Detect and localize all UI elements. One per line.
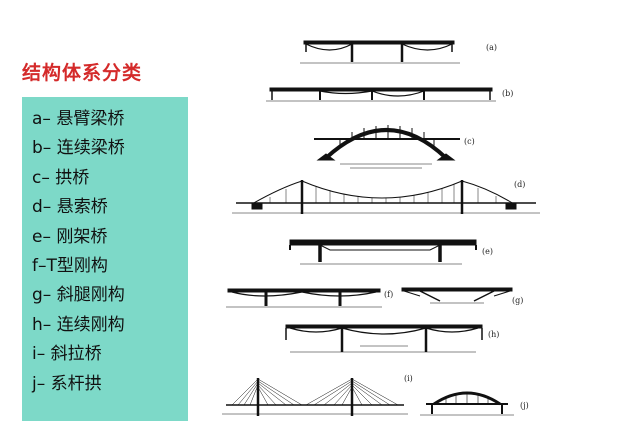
legend-item-g: g– 斜腿刚构	[32, 285, 125, 306]
legend-item-a: a– 悬臂梁桥	[32, 109, 125, 129]
figure-label-j: (j)	[520, 401, 529, 410]
diagram-h-continuous-rigid-frame	[285, 324, 483, 353]
legend-item-d: d– 悬索桥	[32, 197, 108, 218]
legend-name: 悬臂梁桥	[56, 109, 125, 129]
bridge-type-legend: a– 悬臂梁桥 b– 连续梁桥 c– 拱桥 d– 悬索桥 e– 刚架桥 f–T型…	[22, 97, 188, 421]
legend-name: 系杆拱	[50, 373, 102, 394]
legend-name: 连续梁桥	[56, 138, 125, 159]
legend-name: 斜腿刚构	[56, 285, 125, 306]
diagram-e-rigid-frame-bridge	[289, 239, 477, 265]
legend-name: 刚架桥	[56, 226, 108, 247]
legend-code: h	[32, 314, 43, 335]
legend-code: j	[32, 373, 37, 394]
diagram-b-continuous-beam-bridge	[266, 87, 496, 102]
legend-name: 悬索桥	[56, 197, 108, 218]
figure-label-e: (e)	[482, 247, 493, 256]
figure-label-g: (g)	[512, 296, 523, 305]
figure-label-c: (c)	[464, 137, 475, 146]
legend-name: 连续刚构	[56, 314, 125, 335]
diagram-c-arch-bridge	[314, 125, 460, 169]
legend-item-j: j– 系杆拱	[32, 373, 102, 394]
legend-code: b	[32, 138, 43, 159]
legend-name: 斜拉桥	[50, 344, 102, 365]
legend-code: a	[32, 109, 43, 129]
page-title: 结构体系分类	[22, 62, 143, 84]
legend-item-c: c– 拱桥	[32, 167, 90, 188]
diagram-f-t-rigid-frame	[226, 288, 382, 308]
legend-code: c	[32, 167, 42, 188]
figure-label-h: (h)	[488, 330, 499, 339]
diagram-g-inclined-leg-rigid-frame	[401, 287, 513, 304]
diagram-a-cantilever-beam-bridge	[300, 40, 460, 64]
legend-code: g	[32, 285, 43, 306]
legend-item-h: h– 连续刚构	[32, 314, 125, 335]
diagram-i-cable-stayed-bridge	[222, 378, 408, 416]
diagram-j-tied-arch	[420, 391, 514, 416]
legend-code: i	[32, 344, 37, 365]
figure-label-f: (f)	[384, 290, 393, 299]
diagram-d-suspension-bridge	[232, 180, 540, 214]
legend-code: f	[32, 256, 38, 277]
figure-label-a: (a)	[486, 43, 497, 52]
figure-label-i: (i)	[404, 374, 413, 383]
legend-item-e: e– 刚架桥	[32, 226, 108, 247]
legend-name: T型刚构	[46, 256, 108, 277]
legend-code: e	[32, 226, 43, 247]
figure-label-b: (b)	[502, 89, 513, 98]
legend-item-i: i– 斜拉桥	[32, 344, 102, 365]
legend-name: 拱桥	[55, 167, 90, 188]
legend-item-b: b– 连续梁桥	[32, 138, 125, 159]
legend-code: d	[32, 197, 43, 218]
figure-label-d: (d)	[514, 180, 525, 189]
legend-item-f: f–T型刚构	[32, 256, 108, 277]
